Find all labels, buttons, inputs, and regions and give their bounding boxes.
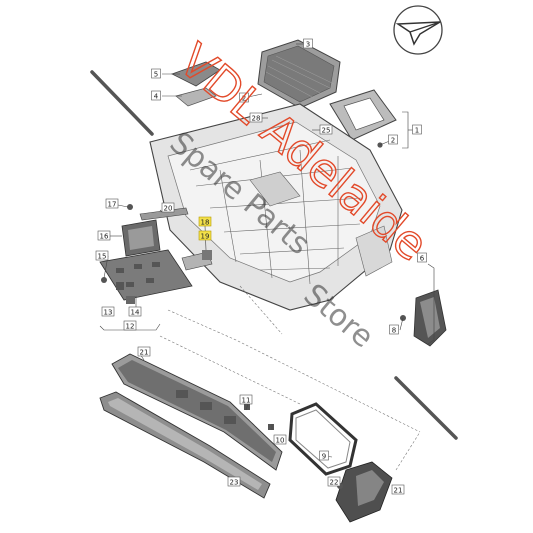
- dashboard-carrier-part: [149, 103, 403, 311]
- callout-number: 10: [276, 436, 285, 444]
- callout-number: 15: [98, 252, 107, 260]
- display-frame-part: [329, 89, 397, 141]
- callout-number: 13: [104, 308, 113, 316]
- callout-19: 19: [198, 230, 212, 240]
- callout-number: 16: [100, 232, 109, 240]
- callout-17: 17: [105, 198, 119, 208]
- callout-18: 18: [198, 216, 212, 226]
- callout-number: 5: [154, 70, 158, 78]
- callout-number: 18: [201, 218, 210, 226]
- callout-20: 20: [161, 202, 175, 212]
- switch-panel-part: [244, 142, 406, 523]
- callout-11: 11: [239, 394, 253, 404]
- paper-plane-icon: [393, 5, 443, 55]
- callout-13: 13: [101, 306, 115, 316]
- trim-strip-top-left: [90, 70, 154, 136]
- callout-5: 5: [151, 68, 161, 78]
- callout-number: 17: [108, 200, 117, 208]
- callout-15: 15: [95, 250, 109, 260]
- callout-number: 1: [415, 126, 419, 134]
- control-panel-parts: [99, 204, 213, 304]
- callout-22: 22: [327, 476, 341, 486]
- callout-16: 16: [97, 230, 111, 240]
- callout-12: 12: [123, 320, 137, 330]
- callout-number: 20: [164, 204, 173, 212]
- callout-number: 23: [230, 478, 239, 486]
- left-speaker-cover-part: [170, 61, 221, 107]
- callout-number: 22: [330, 478, 339, 486]
- callout-21: 21: [137, 346, 151, 356]
- speaker-grille-part: [257, 39, 341, 109]
- callout-9: 9: [319, 450, 329, 460]
- callout-number: 9: [322, 452, 326, 460]
- callout-number: 8: [392, 326, 396, 334]
- callout-number: 19: [201, 232, 210, 240]
- callout-28: 28: [249, 112, 263, 122]
- callout-25: 25: [319, 124, 333, 134]
- callout-2: 2: [388, 134, 398, 144]
- callout-number: 12: [126, 322, 135, 330]
- callout-1: 1: [412, 124, 422, 134]
- instrument-frame-part: [288, 402, 358, 476]
- lower-trim-panel-part: [99, 353, 283, 499]
- callout-number: 2: [242, 94, 246, 102]
- callout-10: 10: [273, 434, 287, 444]
- callout-2: 2: [239, 92, 249, 102]
- callout-number: 6: [420, 254, 425, 262]
- callout-number: 11: [242, 396, 251, 404]
- callout-number: 4: [154, 92, 159, 100]
- callout-number: 3: [306, 40, 310, 48]
- callout-number: 28: [252, 114, 261, 122]
- callout-number: 21: [140, 348, 149, 356]
- side-vent-part: [413, 289, 447, 347]
- callout-number: 25: [322, 126, 331, 134]
- callout-number: 21: [394, 486, 403, 494]
- callout-14: 14: [128, 306, 142, 316]
- callout-3: 3: [303, 38, 313, 48]
- callout-4: 4: [151, 90, 161, 100]
- dashed-leader-lines: [159, 285, 421, 471]
- callout-21: 21: [391, 484, 405, 494]
- callout-23: 23: [227, 476, 241, 486]
- callout-6: 6: [417, 252, 427, 262]
- callout-number: 14: [131, 308, 140, 316]
- trim-strip-bottom-right: [394, 376, 458, 440]
- callout-number: 2: [391, 136, 395, 144]
- callout-8: 8: [389, 324, 399, 334]
